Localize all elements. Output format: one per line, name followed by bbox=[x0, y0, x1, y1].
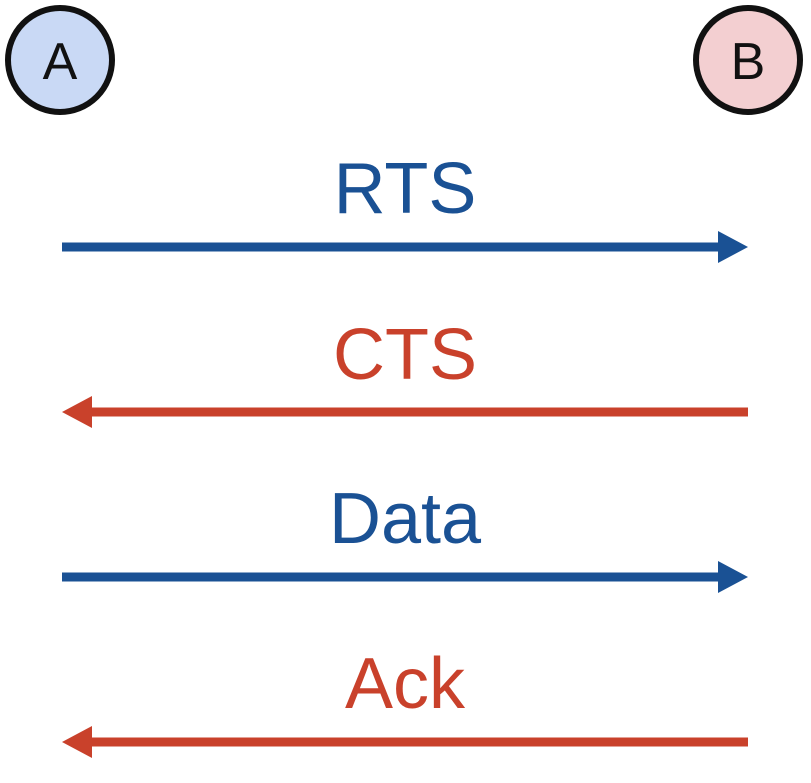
message-ack: Ack bbox=[62, 644, 748, 758]
arrowhead-left-icon bbox=[62, 396, 92, 428]
message-data: Data bbox=[62, 479, 748, 593]
node-a-label: A bbox=[43, 33, 78, 91]
message-data-label: Data bbox=[329, 479, 482, 559]
message-rts-label: RTS bbox=[334, 149, 477, 229]
message-cts-label: CTS bbox=[333, 315, 477, 395]
arrowhead-right-icon bbox=[718, 231, 748, 263]
message-rts: RTS bbox=[62, 149, 748, 263]
message-ack-label: Ack bbox=[345, 644, 466, 724]
arrowhead-left-icon bbox=[62, 726, 92, 758]
node-b: B bbox=[693, 5, 803, 115]
arrowhead-right-icon bbox=[718, 561, 748, 593]
node-a-circle bbox=[5, 5, 115, 115]
node-b-label: B bbox=[731, 33, 766, 91]
node-a: A bbox=[5, 5, 115, 115]
node-b-circle bbox=[693, 5, 803, 115]
message-cts: CTS bbox=[62, 315, 748, 428]
